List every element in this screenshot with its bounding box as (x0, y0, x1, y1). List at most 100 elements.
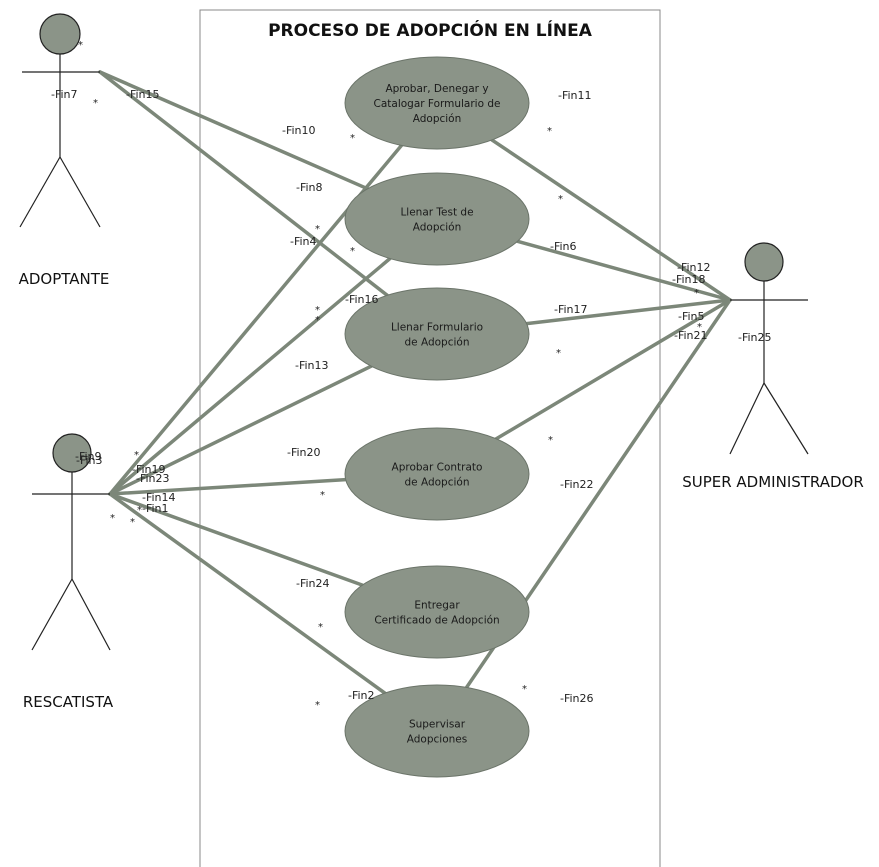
role-label: -Fin10 (282, 124, 316, 137)
actor-name: SUPER ADMINISTRADOR (682, 473, 864, 491)
role-label: -Fin19 (132, 463, 166, 476)
multiplicity-marker: * (320, 490, 325, 501)
multiplicity-marker: * (318, 622, 323, 633)
use-case-label-line: Aprobar Contrato (392, 462, 483, 474)
actor-name: RESCATISTA (23, 693, 114, 711)
actor-left-leg (19, 156, 61, 228)
multiplicity-marker: * (110, 513, 115, 524)
role-label: -Fin21 (674, 329, 708, 342)
use-case-ellipse (344, 172, 530, 266)
multiplicity-marker: * (547, 126, 552, 137)
use-case-label-line: Adopción (413, 113, 462, 125)
association-superadmin-uc3 (524, 298, 732, 326)
association-rescatista-uc6 (108, 492, 387, 695)
actor-left-leg (31, 578, 73, 651)
multiplicity-marker: * (93, 98, 98, 109)
multiplicity-marker: * (350, 246, 355, 257)
role-label: -Fin8 (296, 181, 323, 194)
use-case-label-line: Llenar Formulario (391, 322, 483, 334)
use-case-ellipse (344, 56, 530, 150)
association-adoptante-uc2 (98, 70, 370, 191)
role-label: -Fin11 (558, 89, 592, 102)
system-title: PROCESO DE ADOPCIÓN EN LÍNEA (268, 19, 593, 41)
use-case-uc1[interactable]: Aprobar, Denegar y Catalogar Formulario d… (344, 56, 530, 150)
role-label: -Fin2 (348, 689, 375, 702)
use-case-label-line: Adopciones (407, 734, 467, 746)
role-label: -Fin9 (75, 450, 102, 463)
role-label: -Fin26 (560, 692, 594, 705)
role-label: -Fin16 (345, 293, 379, 306)
association-superadmin-uc2 (515, 239, 732, 302)
role-label: -Fin15 (126, 88, 160, 101)
multiplicity-marker: * (315, 305, 320, 316)
system-boundary (199, 9, 661, 867)
actor-adoptante[interactable]: ADOPTANTE (19, 13, 110, 288)
use-case-label-line: Entregar (414, 600, 460, 612)
role-label: -Fin14 (142, 491, 176, 504)
role-label: -Fin7 (51, 88, 78, 101)
use-case-label-line: de Adopción (405, 477, 470, 489)
association-rescatista-uc4 (108, 477, 348, 496)
use-case-label-line: de Adopción (405, 337, 470, 349)
use-case-label-line: Catalogar Formulario de (374, 98, 501, 110)
actor-name: ADOPTANTE (19, 270, 110, 288)
association-superadmin-uc1 (490, 138, 732, 302)
role-label: -Fin20 (287, 446, 321, 459)
use-case-label-line: Certificado de Adopción (374, 615, 499, 627)
association-adoptante-uc3 (98, 70, 389, 298)
association-rescatista-uc5 (108, 492, 365, 587)
multiplicities: ********************* (78, 40, 702, 711)
use-case-ellipse (344, 684, 530, 778)
multiplicity-marker: * (315, 700, 320, 711)
use-case-ellipse (344, 427, 530, 521)
actor-left-leg (729, 382, 765, 455)
role-label: -Fin1 (142, 502, 169, 515)
role-label: -Fin23 (136, 472, 170, 485)
role-label: -Fin25 (738, 331, 772, 344)
multiplicity-marker: * (78, 40, 83, 51)
multiplicity-marker: * (134, 450, 139, 461)
actor-right-leg (71, 578, 111, 651)
use-case-uc3[interactable]: Llenar Formulario de Adopción (344, 287, 530, 381)
multiplicity-marker: * (315, 224, 320, 235)
use-case-label-line: Llenar Test de (400, 207, 473, 219)
role-label: -Fin22 (560, 478, 594, 491)
actor-rescatista[interactable]: RESCATISTA (23, 433, 114, 711)
multiplicity-marker: * (522, 684, 527, 695)
multiplicity-marker: * (315, 315, 320, 326)
actors: ADOPTANTE RESCATISTA SUPER ADMINISTRADOR (19, 13, 864, 711)
role-label: -Fin13 (295, 359, 329, 372)
role-label: -Fin3 (76, 454, 103, 467)
role-label: -Fin18 (672, 273, 706, 286)
multiplicity-marker: * (694, 288, 699, 299)
use-case-uc4[interactable]: Aprobar Contrato de Adopción (344, 427, 530, 521)
multiplicity-marker: * (697, 322, 702, 333)
role-label: -Fin6 (550, 240, 577, 253)
actor-head (744, 242, 784, 282)
association-rescatista-uc2 (108, 256, 392, 496)
multiplicity-marker: * (350, 133, 355, 144)
association-rescatista-uc3 (108, 364, 373, 496)
actor-head (39, 13, 81, 55)
use-case-label-line: Supervisar (409, 719, 466, 731)
actor-right-leg (763, 382, 809, 455)
multiplicity-marker: * (137, 505, 142, 516)
use-cases: Aprobar, Denegar y Catalogar Formulario d… (344, 56, 530, 778)
use-case-label-line: Aprobar, Denegar y (385, 83, 488, 95)
multiplicity-marker: * (548, 435, 553, 446)
role-labels: -Fin7 -Fin15 -Fin10 -Fin8 -Fin4 -Fin16 -Fin13 -… (51, 88, 772, 705)
role-label: -Fin4 (290, 235, 317, 248)
use-case-ellipse (344, 565, 530, 659)
multiplicity-marker: * (558, 194, 563, 205)
actor-right-leg (59, 156, 101, 228)
actor-superadmin[interactable]: SUPER ADMINISTRADOR (682, 242, 864, 491)
multiplicity-marker: * (130, 517, 135, 528)
association-superadmin-uc4 (494, 298, 732, 441)
multiplicity-marker: * (556, 348, 561, 359)
use-case-ellipse (344, 287, 530, 381)
role-label: -Fin5 (678, 310, 705, 323)
